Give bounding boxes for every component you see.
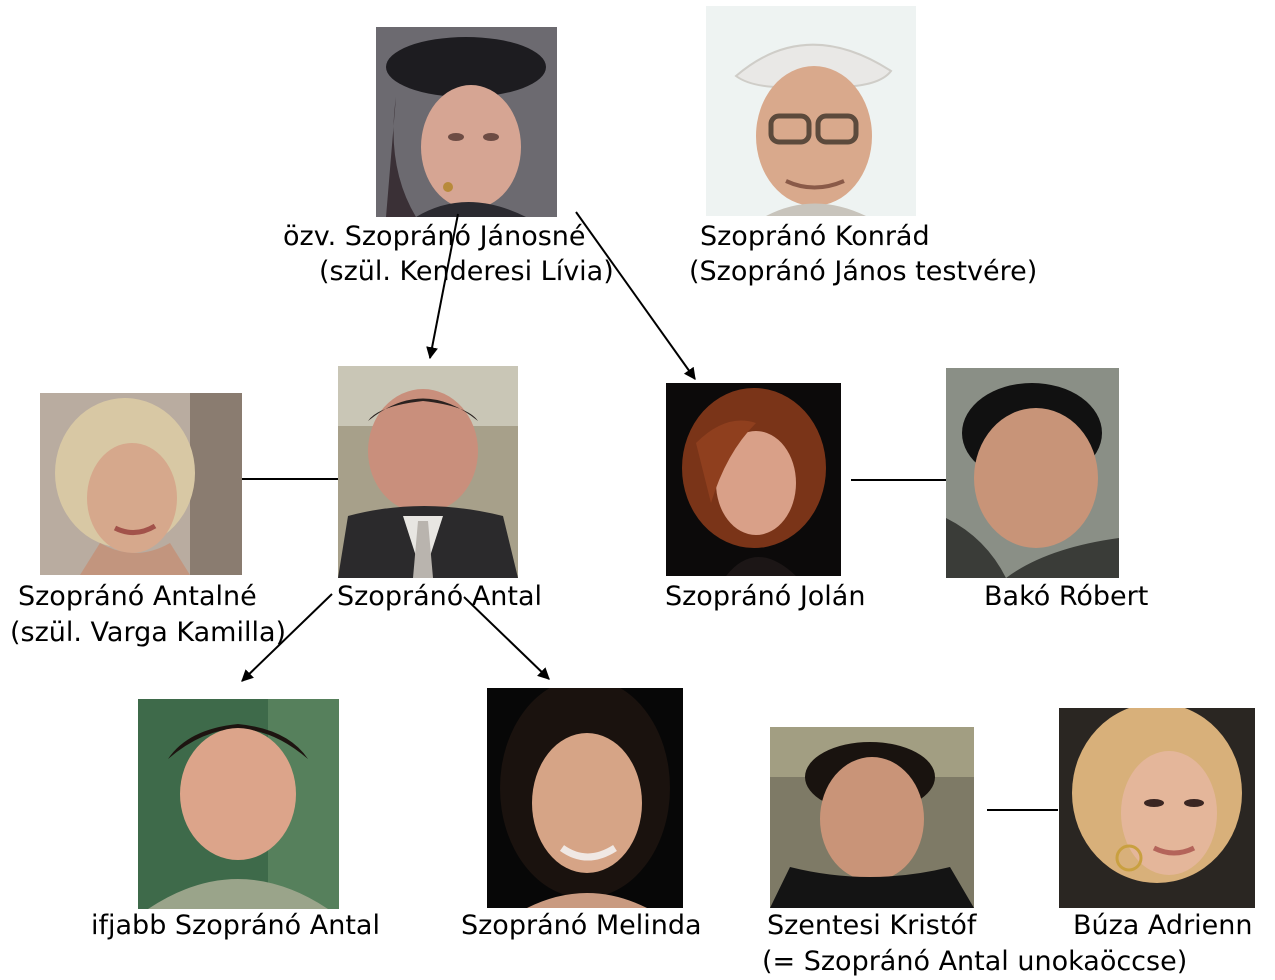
label-konrad-note: (Szopránó János testvére) — [689, 256, 1038, 287]
label-robert-name: Bakó Róbert — [984, 581, 1149, 612]
photo-jolan — [666, 383, 841, 576]
label-livia-note: (szül. Kenderesi Lívia) — [319, 256, 614, 287]
label-melinda-name: Szopránó Melinda — [461, 910, 702, 941]
photo-kristof — [770, 727, 974, 908]
label-adrienn-name: Búza Adrienn — [1073, 910, 1253, 941]
label-konrad-name: Szopránó Konrád — [700, 221, 930, 252]
label-kamilla-name: Szopránó Antalné — [18, 581, 257, 612]
label-kristof-note: (= Szopránó Antal unokaöccse) — [762, 946, 1188, 977]
photo-antal — [338, 366, 518, 578]
label-antal-name: Szopránó Antal — [337, 581, 543, 612]
photo-livia — [376, 27, 557, 217]
photo-adrienn — [1059, 708, 1255, 908]
photo-ifj-antal — [138, 699, 339, 909]
label-kristof-name: Szentesi Kristóf — [767, 910, 977, 941]
photo-robert — [946, 368, 1119, 578]
label-jolan-name: Szopránó Jolán — [665, 581, 866, 612]
arrow-livia-to-jolan — [575, 211, 696, 380]
label-kamilla-note: (szül. Varga Kamilla) — [10, 617, 287, 648]
photo-melinda — [487, 688, 683, 908]
photo-kamilla — [40, 393, 242, 575]
label-livia-name: özv. Szopránó Jánosné — [283, 221, 586, 252]
photo-konrad — [706, 6, 916, 216]
label-ifj-antal-name: ifjabb Szopránó Antal — [91, 910, 380, 941]
